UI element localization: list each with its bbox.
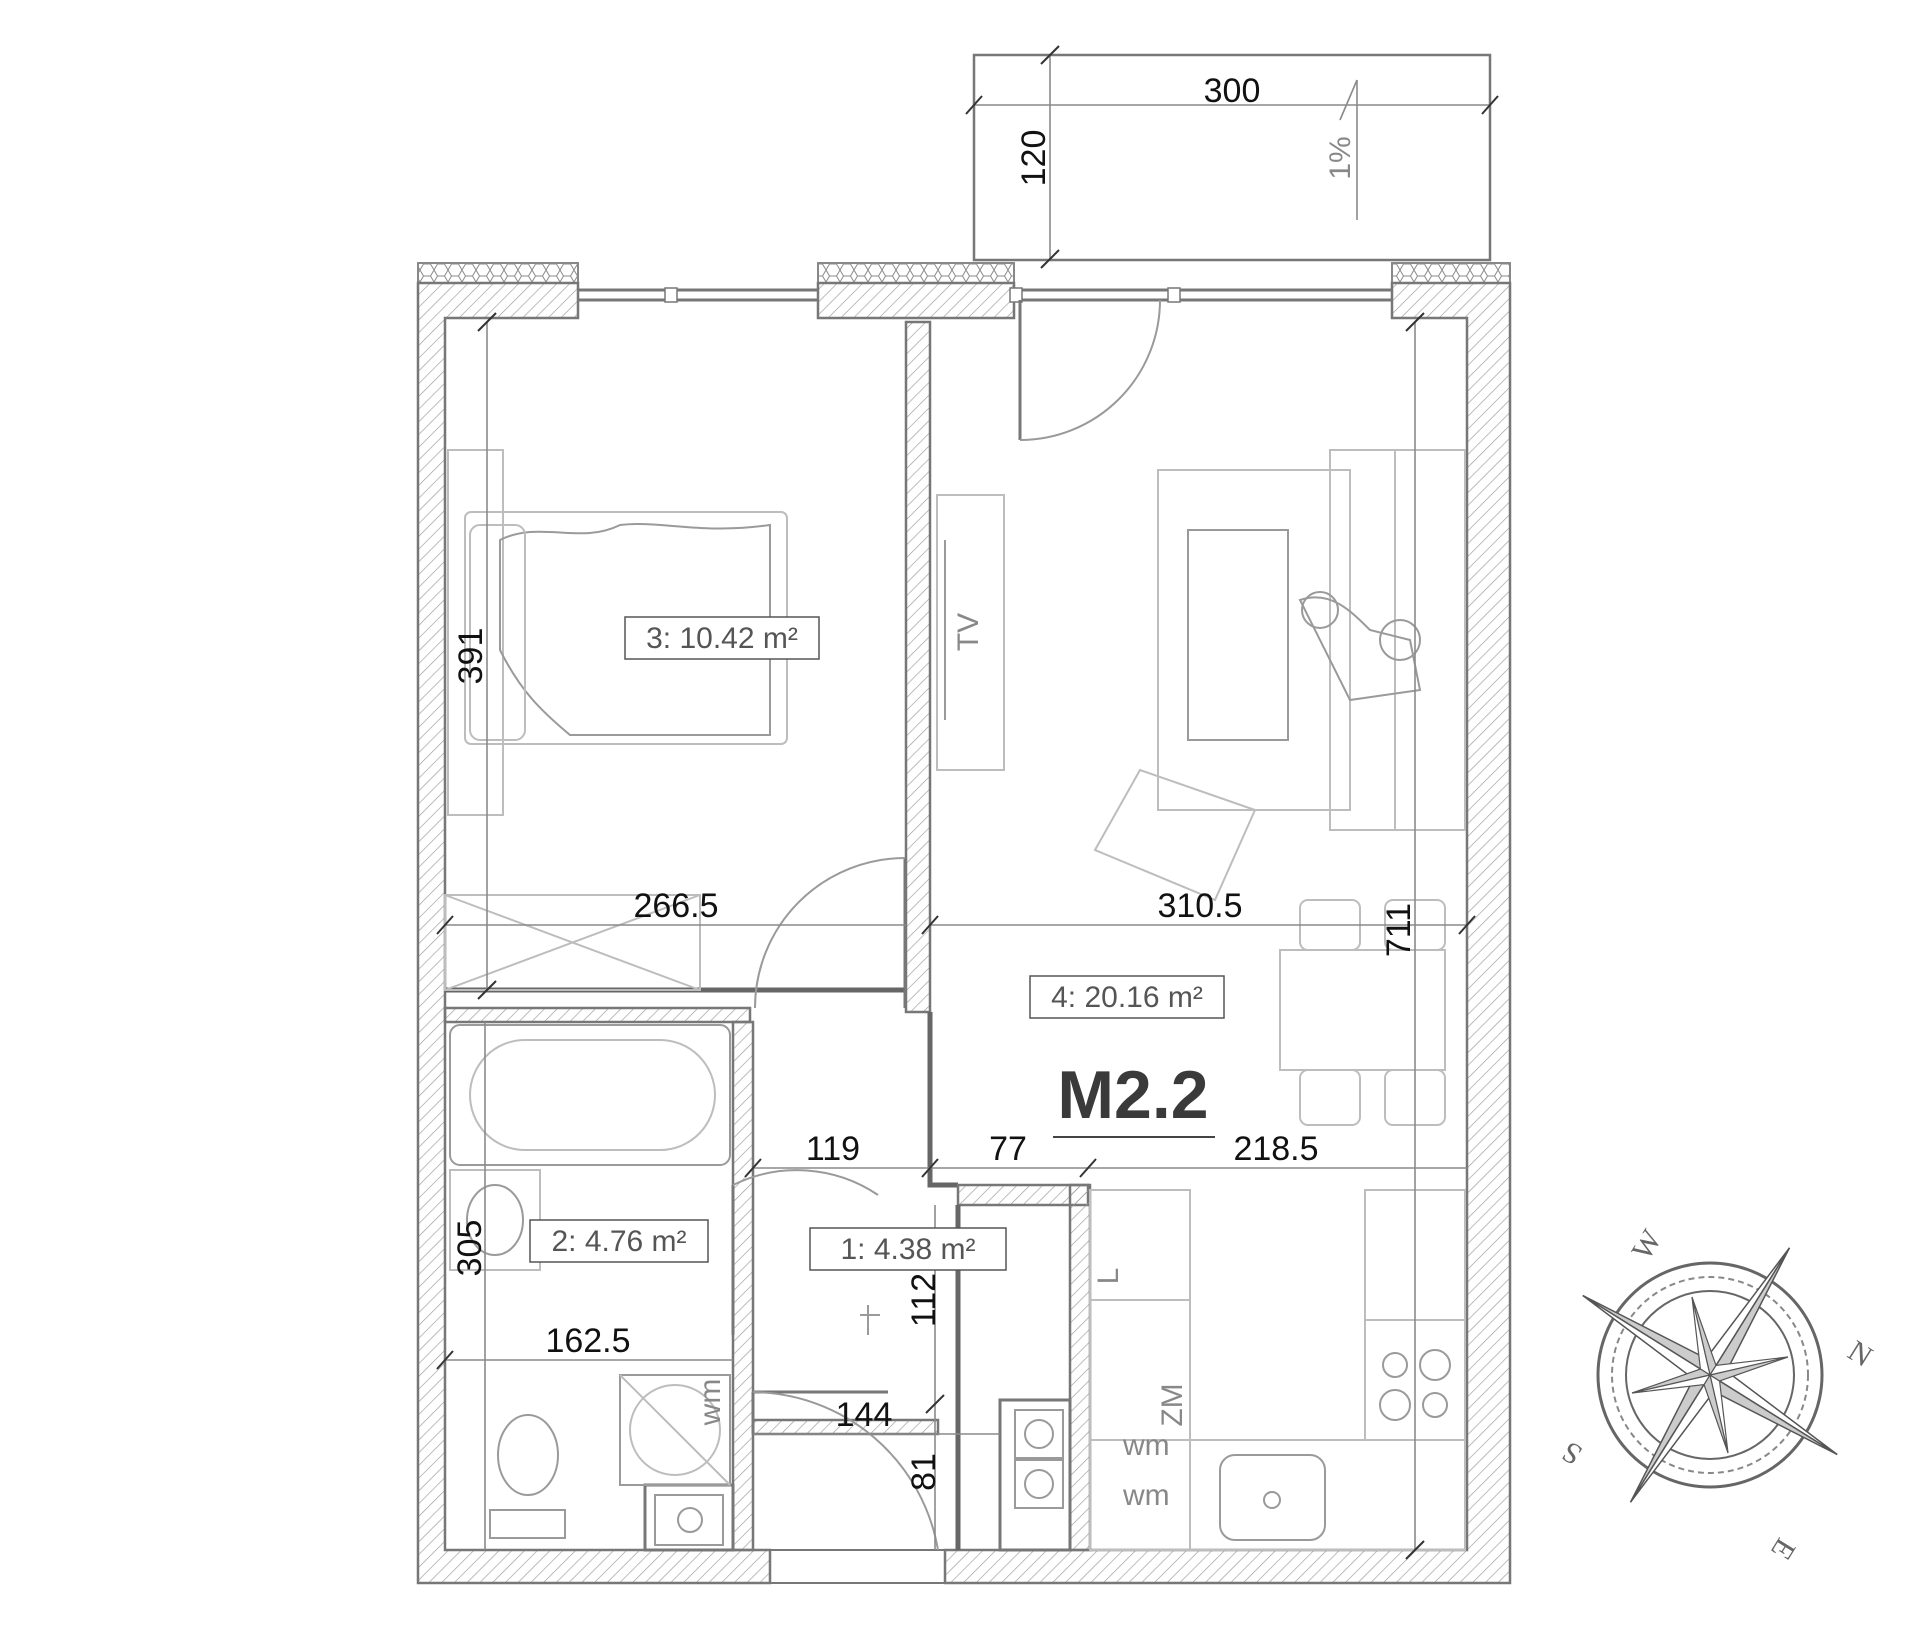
hall-lower-width-label: 144 xyxy=(836,1396,893,1434)
svg-text:4: 20.16 m²: 4: 20.16 m² xyxy=(1051,981,1203,1014)
wm-kitchen-label-1: wm xyxy=(1122,1429,1170,1462)
kitchen-furniture xyxy=(654,1189,1466,1551)
bedroom-height-label: 391 xyxy=(452,628,490,685)
wm-bath-label: wm xyxy=(694,1379,727,1427)
dimension-lines xyxy=(436,312,1476,1560)
room-1-area: 1: 4.38 m² xyxy=(809,1227,1007,1271)
wm-kitchen-label-2: wm xyxy=(1122,1479,1170,1512)
balcony: 300 120 1% xyxy=(965,45,1499,269)
closet-height-label: 81 xyxy=(905,1453,943,1491)
balcony-width-label: 300 xyxy=(1204,72,1261,110)
room-2-area: 2: 4.76 m² xyxy=(529,1219,709,1263)
bedroom-width-label: 266.5 xyxy=(633,887,718,925)
bath-height-label: 305 xyxy=(451,1220,489,1277)
hall-width-label: 119 xyxy=(806,1130,860,1168)
bath-width-label: 162.5 xyxy=(545,1322,630,1360)
l-cabinet-label: L xyxy=(1092,1268,1125,1285)
tv-label: TV xyxy=(952,613,985,651)
living-width-label: 310.5 xyxy=(1157,887,1242,925)
compass-west: W xyxy=(1625,1224,1668,1266)
passage-width-label: 77 xyxy=(989,1130,1027,1168)
unit-code: M2.2 xyxy=(1057,1057,1208,1133)
living-height-label: 711 xyxy=(1380,903,1418,957)
kitchen-width-label: 218.5 xyxy=(1233,1130,1318,1168)
svg-text:3: 10.42 m²: 3: 10.42 m² xyxy=(646,622,798,655)
interior-walls xyxy=(443,320,1092,1552)
svg-text:2: 4.76 m²: 2: 4.76 m² xyxy=(551,1225,686,1258)
room-3-area: 3: 10.42 m² xyxy=(624,616,820,660)
balcony-depth-label: 120 xyxy=(1015,130,1053,187)
compass-east: E xyxy=(1764,1533,1802,1566)
doors xyxy=(731,299,1161,1551)
compass-north: N xyxy=(1842,1334,1878,1373)
room-4-area: 4: 20.16 m² xyxy=(1029,975,1225,1019)
bathroom-furniture xyxy=(436,1024,733,1539)
hall-height-label: 112 xyxy=(905,1273,943,1327)
living-furniture xyxy=(936,449,1466,1126)
bedroom-furniture xyxy=(444,449,788,991)
compass-rose: N E S W xyxy=(1556,1224,1878,1566)
exterior-walls xyxy=(416,262,1512,1585)
slope-label: 1% xyxy=(1324,136,1357,179)
compass-south: S xyxy=(1556,1435,1588,1472)
zm-label: ZM xyxy=(1156,1383,1189,1426)
svg-text:1: 4.38 m²: 1: 4.38 m² xyxy=(840,1233,975,1266)
